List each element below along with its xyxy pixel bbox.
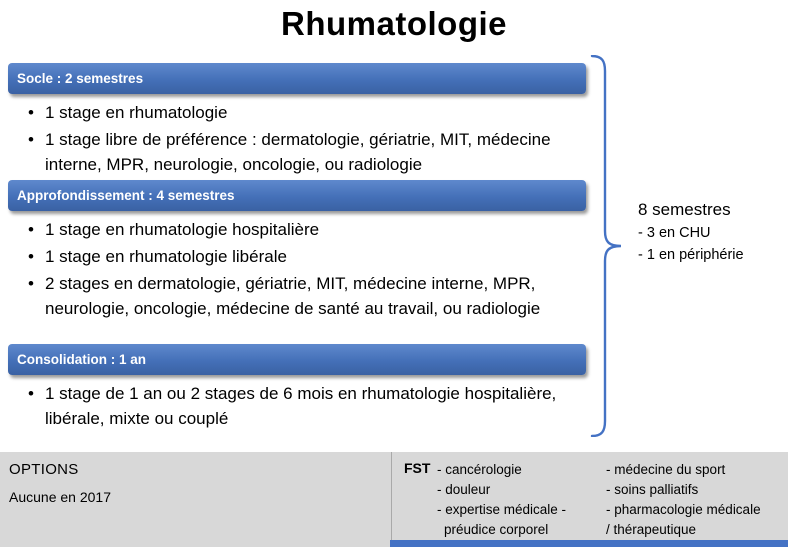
bullet-item: 1 stage libre de préférence : dermatolog… (28, 127, 576, 177)
fst-column-2: - médecine du sport - soins palliatifs -… (606, 460, 786, 540)
bullet-list-consolidation: 1 stage de 1 an ou 2 stages de 6 mois en… (28, 381, 576, 431)
section-approfondissement: Approfondissement : 4 semestres 1 stage … (8, 180, 586, 323)
fst-item: - pharmacologie médicale (606, 502, 761, 517)
options-title: OPTIONS (9, 461, 79, 478)
footer-divider (391, 452, 392, 547)
fst-item: - expertise médicale - (437, 502, 567, 517)
bullet-list-approfondissement: 1 stage en rhumatologie hospitalière 1 s… (28, 217, 576, 321)
fst-item: / thérapeutique (606, 522, 697, 537)
fst-item: - cancérologie (437, 462, 522, 477)
section-consolidation: Consolidation : 1 an 1 stage de 1 an ou … (8, 344, 586, 433)
bullet-item: 1 stage en rhumatologie hospitalière (28, 217, 576, 242)
footer-bar: OPTIONS Aucune en 2017 FST - cancérologi… (0, 452, 788, 547)
bullet-item: 1 stage en rhumatologie libérale (28, 244, 576, 269)
bottom-blue-bar (390, 540, 788, 547)
summary-title: 8 semestres (638, 200, 731, 219)
fst-item: - soins palliatifs (606, 482, 699, 497)
bullet-item: 1 stage en rhumatologie (28, 100, 576, 125)
section-header-consolidation: Consolidation : 1 an (8, 344, 586, 375)
fst-item: - douleur (437, 482, 491, 497)
summary-line: - 3 en CHU (638, 225, 711, 241)
options-block: OPTIONS Aucune en 2017 (9, 460, 111, 507)
fst-label: FST (404, 460, 431, 476)
fst-item: préudice corporel (444, 522, 549, 537)
semesters-summary: 8 semestres - 3 en CHU - 1 en périphérie (638, 198, 783, 266)
section-socle: Socle : 2 semestres 1 stage en rhumatolo… (8, 63, 586, 179)
fst-item: - médecine du sport (606, 462, 726, 477)
grouping-brace-icon (590, 55, 622, 437)
bullet-item: 1 stage de 1 an ou 2 stages de 6 mois en… (28, 381, 576, 431)
bullet-list-socle: 1 stage en rhumatologie 1 stage libre de… (28, 100, 576, 177)
bullet-item: 2 stages en dermatologie, gériatrie, MIT… (28, 271, 576, 321)
fst-column-1: - cancérologie - douleur - expertise méd… (437, 460, 602, 540)
summary-line: - 1 en périphérie (638, 247, 744, 263)
section-header-socle: Socle : 2 semestres (8, 63, 586, 94)
options-note: Aucune en 2017 (9, 489, 111, 505)
section-header-approfondissement: Approfondissement : 4 semestres (8, 180, 586, 211)
page-title: Rhumatologie (281, 5, 507, 42)
